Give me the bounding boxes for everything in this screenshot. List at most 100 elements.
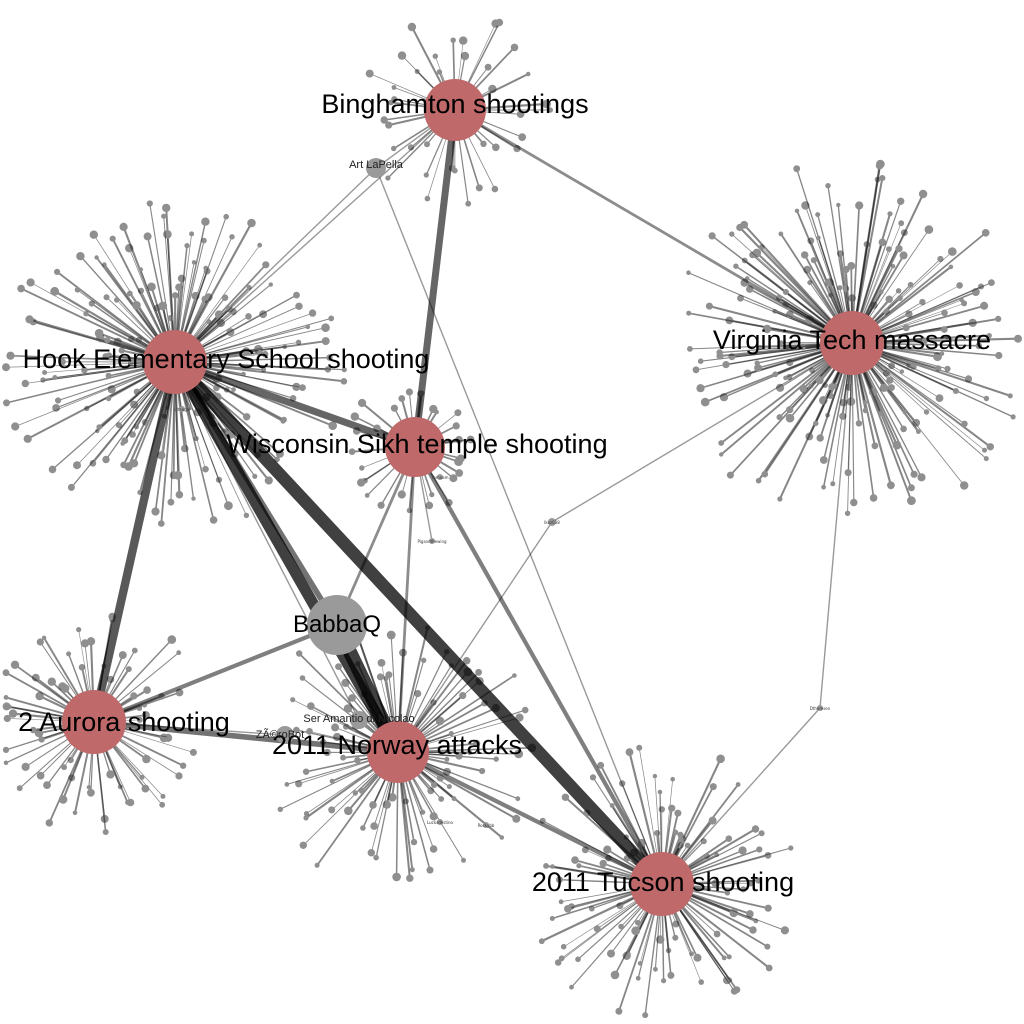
leaf-node (713, 930, 721, 938)
leaf-node (307, 702, 315, 710)
node-ikozos[interactable] (548, 518, 556, 526)
leaf-node (89, 230, 99, 239)
leaf-node (360, 825, 366, 831)
label-zaporot: ZÃ©roBot (256, 728, 304, 741)
leaf-node (692, 366, 700, 374)
leaf-node (414, 690, 422, 698)
leaf-node (257, 349, 264, 356)
node-zaporot[interactable] (276, 726, 294, 744)
leaf-node (642, 1012, 649, 1019)
leaf-node (450, 37, 456, 43)
leaf-node (86, 637, 96, 646)
leaf-node (94, 255, 99, 260)
leaf-node (935, 394, 944, 402)
leaf-node (700, 838, 707, 845)
leaf-node (492, 143, 500, 152)
node-aurora[interactable] (62, 690, 126, 754)
leaf-node (816, 235, 821, 240)
leaf-node (956, 282, 963, 289)
node-lucksdestino[interactable] (437, 819, 443, 825)
node-dthomsen[interactable] (817, 705, 823, 711)
leaf-node (756, 846, 763, 853)
leaf-node (429, 812, 438, 821)
leaf-node (209, 516, 218, 524)
leaf-node (668, 804, 676, 812)
leaf-node (719, 452, 724, 457)
leaf-node (918, 189, 928, 199)
node-binghamton[interactable] (424, 79, 486, 141)
leaf-node (186, 404, 193, 411)
leaf-node (142, 754, 151, 764)
leaf-node (305, 324, 311, 330)
leaf-node (855, 201, 864, 210)
leaf-node (672, 829, 679, 836)
leaf-node (693, 953, 702, 962)
leaf-node (344, 806, 353, 816)
leaf-node (799, 384, 808, 393)
node-babbaq[interactable] (307, 595, 367, 655)
leaf-node (392, 872, 401, 882)
leaf-node (104, 337, 111, 344)
node-wisconsin[interactable] (385, 417, 445, 477)
node-tamaam[interactable] (437, 474, 443, 480)
leaf-node (158, 301, 168, 311)
leaf-node (179, 762, 187, 769)
link-dthomsen-tucson (661, 707, 821, 885)
leaf-node (729, 908, 738, 918)
leaf-node (515, 713, 524, 722)
leaf-node (603, 845, 612, 854)
leaf-node (223, 213, 229, 220)
leaf-node (246, 285, 252, 290)
leaf-node (76, 627, 82, 633)
leaf-node (421, 657, 427, 663)
leaf-node (905, 310, 913, 318)
leaf-node (678, 836, 684, 843)
leaf-node (674, 809, 682, 817)
leaf-node (455, 752, 463, 760)
node-sandyhook[interactable] (143, 330, 207, 394)
leaf-node (201, 237, 207, 244)
node-artlapella[interactable] (366, 158, 386, 178)
node-pigsonthewing[interactable] (429, 538, 435, 544)
leaf-node (755, 877, 762, 884)
leaf-node (109, 235, 116, 242)
leaf-node (293, 291, 300, 299)
node-virginia[interactable] (820, 311, 884, 375)
leaf-node (386, 630, 396, 640)
leaf-node (41, 635, 47, 640)
leaf-node (3, 714, 11, 723)
leaf-node (538, 938, 545, 945)
leaf-node (81, 366, 88, 374)
leaf-node (782, 289, 789, 295)
leaf-node (512, 673, 517, 678)
label-seramantio: Ser Amantio di Nicolao (303, 713, 414, 725)
leaf-node (352, 790, 358, 796)
node-ulteegal[interactable] (179, 406, 185, 412)
node-seramantio[interactable] (350, 711, 368, 729)
leaf-node (569, 984, 574, 990)
leaf-node (740, 278, 749, 287)
leaf-node (521, 706, 529, 714)
leaf-node (306, 728, 313, 735)
node-norway[interactable] (367, 721, 429, 783)
link-virginia-dthomsen (819, 342, 853, 709)
leaf-node (459, 36, 468, 45)
leaf-node (899, 251, 908, 260)
leaf-node (459, 692, 467, 700)
leaf-node (141, 784, 150, 793)
node-rockybb[interactable] (483, 822, 489, 828)
leaf-node (937, 255, 944, 263)
leaf-node (635, 919, 641, 926)
node-tucson[interactable] (630, 852, 694, 916)
leaf-node (705, 302, 713, 310)
leaf-node (365, 69, 374, 78)
leaf-node (407, 144, 415, 151)
leaf-node (369, 801, 377, 809)
link-sandyhook-aurora (89, 361, 180, 723)
leaf-node (455, 469, 464, 477)
label-wisconsin: Wisconsin Sikh temple shooting (226, 429, 607, 459)
leaf-node (293, 726, 300, 734)
link-ikozos-norway (397, 521, 553, 753)
leaf-node (385, 671, 393, 679)
leaf-node (777, 496, 783, 502)
